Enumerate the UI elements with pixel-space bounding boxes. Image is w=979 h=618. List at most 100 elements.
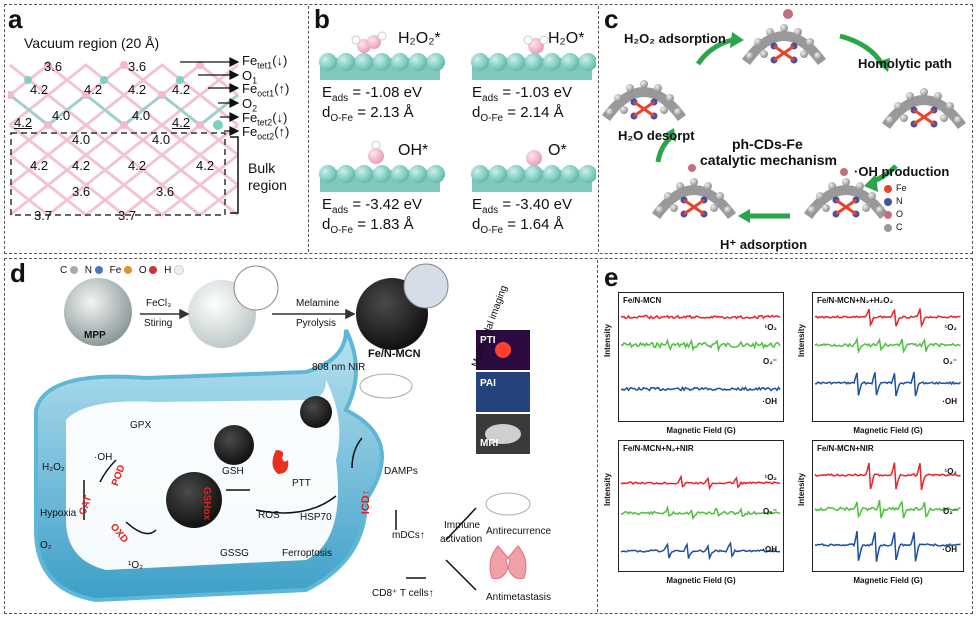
- panel-b-letter: b: [314, 4, 330, 34]
- gshox-label: GSHox: [201, 486, 213, 521]
- site-value: 4.2: [72, 158, 91, 173]
- epr-title-3: Fe/N-MCN+N₂+NIR: [623, 444, 694, 453]
- c-dot-icon: [884, 223, 892, 232]
- epr-ylabel: Intensity: [797, 324, 806, 357]
- layer-label-fetet2: Fetet2(↓): [242, 110, 288, 128]
- site-value: 4.2: [196, 158, 215, 173]
- oh-label: ·OH: [94, 452, 113, 463]
- layer-label-feoct1: Feoct1(↑): [242, 81, 290, 99]
- epr-traces-1: [620, 314, 781, 392]
- o-dot-icon: [884, 210, 892, 219]
- legend-c: C: [884, 221, 907, 234]
- ferroptosis-label: Ferroptosis: [282, 548, 333, 559]
- epr-label-superoxide: O₂⁻: [763, 507, 777, 516]
- h2o2-label: H₂O₂: [42, 462, 65, 473]
- legend-fe: Fe: [884, 182, 907, 195]
- epr-plot-2: Fe/N-MCN+N₂+H₂O₂ ¹O₂ O₂⁻ ·OH Intensity M…: [797, 292, 964, 435]
- fenmcn-label: Fe/N-MCN: [368, 348, 421, 360]
- site-value: 4.2: [128, 82, 147, 97]
- cycle-center-2: catalytic mechanism: [700, 152, 837, 168]
- top-row-frame: [4, 4, 973, 254]
- step-oh-production: ·OH production: [854, 164, 950, 179]
- epr-xlabel: Magnetic Field (G): [853, 576, 923, 585]
- epr-title-1: Fe/N-MCN: [623, 296, 662, 305]
- stiring-label: Stiring: [144, 318, 173, 329]
- bulk-label-1: Bulk: [248, 160, 276, 176]
- legend-o: O: [884, 208, 907, 221]
- panel-b-slabs: [319, 31, 596, 192]
- site-value: 3.6: [44, 59, 63, 74]
- epr-label-hydroxyl: ·OH: [942, 545, 957, 554]
- antimetastasis-label: Antimetastasis: [486, 592, 552, 603]
- epr-label-singlet: ¹O₂: [944, 467, 957, 476]
- panel-c-letter: c: [604, 4, 619, 34]
- epr-label-singlet: ¹O₂: [764, 473, 777, 482]
- panel-a-letter: a: [8, 4, 23, 34]
- panel-c-legend: Fe N O C: [884, 182, 907, 234]
- divider-bc: [598, 6, 599, 252]
- hypoxia-label: Hypoxia: [40, 508, 77, 519]
- epr-xlabel: Magnetic Field (G): [666, 576, 736, 585]
- bottom-row-frame: [4, 258, 973, 614]
- panel-d-scheme: [34, 263, 531, 603]
- step-h-adsorption: H⁺ adsorption: [720, 237, 808, 252]
- site-value: 3.7: [34, 208, 53, 223]
- melamine-label: Melamine: [296, 298, 340, 309]
- site-value: 3.6: [72, 184, 91, 199]
- epr-plot-3: Fe/N-MCN+N₂+NIR ¹O₂ O₂⁻ ·OH Intensity Ma…: [603, 440, 784, 585]
- site-value: 3.6: [156, 184, 175, 199]
- panel-d-letter: d: [10, 258, 26, 288]
- epr-label-superoxide: O₂⁻: [763, 357, 777, 366]
- dofe-h2o: dO-Fe = 2.14 Å: [472, 104, 564, 124]
- epr-plot-4: Fe/N-MCN+NIR ¹O₂ O₂⁻ ·OH Intensity Magne…: [797, 440, 964, 585]
- site-value: 4.2: [84, 82, 103, 97]
- icd-label: ICD↑: [360, 489, 373, 515]
- mri-label: MRI: [480, 438, 499, 449]
- epr-ylabel: Intensity: [797, 473, 806, 506]
- atom-legend: C N Fe O H: [60, 265, 188, 276]
- divider-ab: [308, 6, 309, 252]
- epr-xlabel: Magnetic Field (G): [666, 426, 736, 435]
- nir-label: 808 nm NIR: [312, 362, 366, 373]
- fecl3-label: FeCl₃: [146, 298, 172, 309]
- layer-label-fetet1: Fetet1(↓): [242, 53, 288, 71]
- epr-ylabel: Intensity: [603, 324, 612, 357]
- panel-e-letter: e: [604, 262, 619, 292]
- epr-traces-4: [814, 462, 961, 562]
- immune-label-2: activation: [440, 534, 483, 545]
- epr-label-singlet: ¹O₂: [764, 323, 777, 332]
- ptt-label: PTT: [292, 478, 311, 489]
- dofe-o: dO-Fe = 1.64 Å: [472, 216, 564, 236]
- site-value: 4.0: [52, 108, 71, 123]
- damps-label: DAMPs: [384, 466, 418, 477]
- site-value: 4.2: [30, 82, 49, 97]
- species-oh: OH*: [398, 142, 429, 159]
- step-h2o2-adsorption: H₂O₂ adsorption: [624, 31, 726, 46]
- epr-label-hydroxyl: ·OH: [762, 545, 777, 554]
- dofe-h2o2: dO-Fe = 2.13 Å: [322, 104, 414, 124]
- mpp-label: MPP: [84, 330, 106, 341]
- cd8-label: CD8⁺ T cells↑: [372, 588, 434, 599]
- bulk-label-2: region: [248, 177, 287, 193]
- eads-h2o: Eads = -1.03 eV: [472, 84, 572, 104]
- antirecurrence-label: Antirecurrence: [486, 526, 552, 537]
- pai-label: PAI: [480, 378, 496, 389]
- ros-label: ROS: [258, 510, 280, 521]
- panel-c-cycle: [600, 9, 972, 223]
- eads-h2o2: Eads = -1.08 eV: [322, 84, 422, 104]
- dofe-oh: dO-Fe = 1.83 Å: [322, 216, 414, 236]
- site-value: 4.2: [172, 82, 191, 97]
- epr-label-superoxide: O₂⁻: [943, 507, 957, 516]
- epr-title-4: Fe/N-MCN+NIR: [817, 444, 874, 453]
- pti-label: PTI: [480, 335, 496, 346]
- gpx-label: GPX: [130, 420, 152, 431]
- panel-a-lattice: [8, 57, 240, 217]
- gsh-label: GSH: [222, 466, 244, 477]
- pyrolysis-label: Pyrolysis: [296, 318, 337, 329]
- c-atom-icon: [70, 266, 79, 275]
- cycle-center-1: ph-CDs-Fe: [732, 136, 803, 152]
- site-value: 4.0: [132, 108, 151, 123]
- epr-traces-3: [620, 474, 781, 561]
- n-dot-icon: [884, 197, 892, 206]
- layer-label-o1: O1: [242, 68, 258, 86]
